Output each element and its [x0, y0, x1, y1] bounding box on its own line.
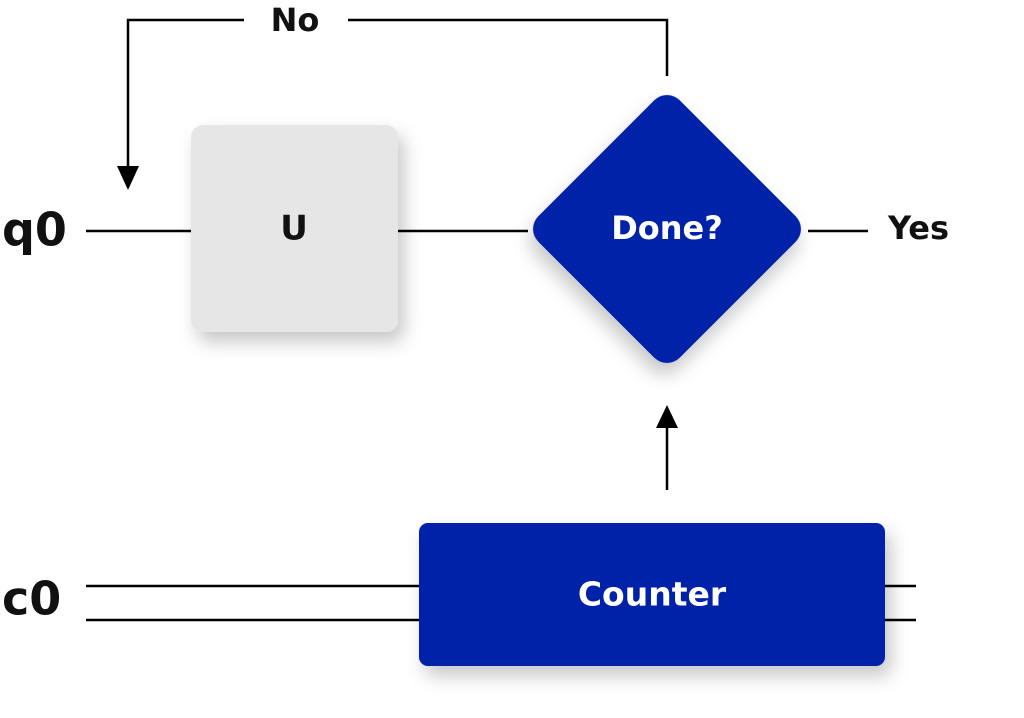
counter-block — [419, 523, 885, 666]
c0-label: c0 — [2, 572, 61, 626]
yes-branch-label: Yes — [887, 209, 949, 247]
feedback-arrowhead — [117, 166, 139, 190]
unitary-gate-label: U — [280, 209, 308, 249]
counter-label: Counter — [578, 575, 727, 614]
unitary-gate — [191, 125, 398, 332]
no-feedback-line-right — [348, 18, 669, 76]
no-feedback-line-left — [126, 18, 244, 185]
decision-diamond — [533, 95, 801, 363]
q0-label: q0 — [2, 203, 67, 257]
no-branch-label: No — [271, 1, 320, 39]
counter-arrowhead — [656, 405, 678, 428]
decision-label: Done? — [611, 209, 723, 247]
